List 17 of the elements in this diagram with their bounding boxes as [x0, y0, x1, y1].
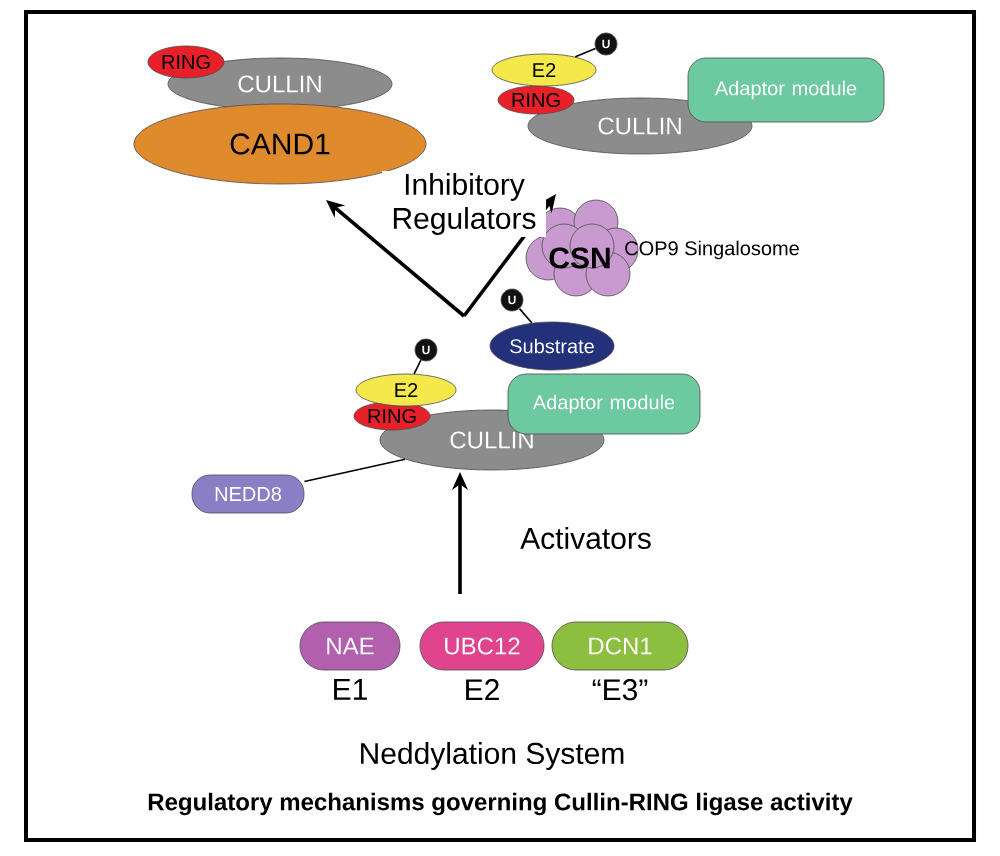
edge-label: Activators: [520, 527, 651, 549]
adaptor-module-box: Adaptor module: [507, 373, 701, 435]
nedd8-box: NEDD8: [191, 474, 305, 514]
connector-line: [303, 458, 406, 483]
adaptor-module-box: Adaptor module: [687, 57, 885, 123]
nae-box: NAE E1: [299, 621, 401, 700]
node-label: E2: [466, 679, 499, 701]
connector-line: [574, 47, 597, 58]
ubc12-box: UBC12 E2: [419, 621, 545, 700]
connector-line: [413, 359, 422, 375]
dcn1-box: DCN1 “E3”: [551, 621, 689, 701]
node-label: E1: [334, 679, 367, 700]
caption: Regulatory mechanisms governing Cullin-RING ligase activity: [148, 792, 853, 816]
node-label: “E3”: [592, 679, 648, 701]
system-label: Neddylation System: [361, 742, 624, 770]
connector-line: [518, 307, 533, 324]
node-label: COP9 Singalosome: [625, 240, 799, 260]
